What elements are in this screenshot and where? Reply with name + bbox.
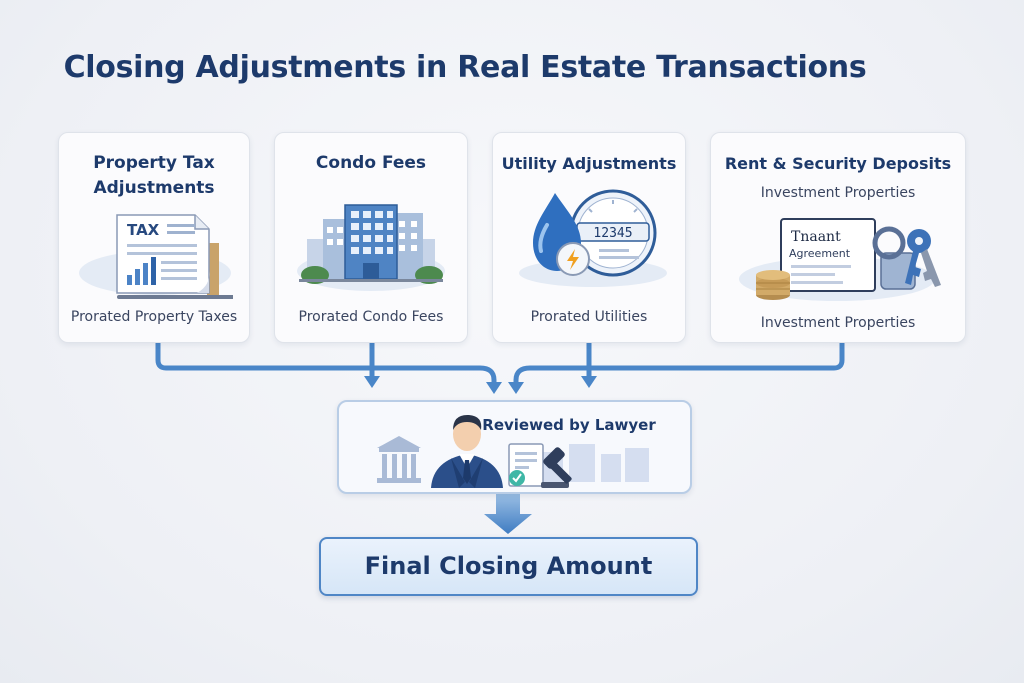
- card-rent-security-deposits: Rent & Security Deposits Investment Prop…: [710, 132, 966, 343]
- arrowhead-rent: [508, 382, 524, 394]
- tax-document-icon: TAX: [79, 214, 233, 299]
- condo-building-icon: [297, 204, 445, 291]
- meter-digits: 12345: [593, 226, 632, 241]
- arrowhead-property-tax: [486, 382, 502, 394]
- arrowhead-condo: [364, 376, 380, 388]
- arrow-to-final: [484, 492, 532, 534]
- card-subtitle: Investment Properties: [760, 185, 916, 201]
- card-title-line2: Adjustments: [93, 178, 215, 198]
- lease-title: Tnaant: [791, 229, 841, 245]
- card-title: Rent & Security Deposits: [724, 154, 952, 173]
- card-caption: Prorated Condo Fees: [298, 309, 444, 325]
- page-title: Closing Adjustments in Real Estate Trans…: [63, 50, 867, 85]
- card-title: Condo Fees: [315, 153, 427, 173]
- card-condo-fees: Condo Fees Prorated Condo Fees: [274, 132, 468, 343]
- lawyer-review-box: Reviewed by Lawyer: [337, 400, 692, 494]
- lawyer-review-title: Reviewed by Lawyer: [482, 416, 656, 434]
- card-utility-adjustments: Utility Adjustments 12345 Prorated Utili…: [492, 132, 686, 343]
- tax-label: TAX: [127, 221, 160, 239]
- lease-subtitle: Agreement: [789, 247, 851, 260]
- lease-keys-icon: Tnaant Agreement: [739, 218, 941, 301]
- card-caption: Prorated Utilities: [530, 309, 648, 325]
- card-caption: Investment Properties: [760, 315, 916, 331]
- final-closing-amount-label: Final Closing Amount: [364, 552, 653, 580]
- card-title: Utility Adjustments: [501, 154, 677, 173]
- card-title-line1: Property Tax: [93, 153, 215, 173]
- final-closing-amount-box: Final Closing Amount: [319, 537, 698, 596]
- card-caption: Prorated Property Taxes: [70, 309, 238, 325]
- arrowhead-utility: [581, 376, 597, 388]
- connector-property-tax: [155, 342, 497, 384]
- card-property-tax: Property Tax Adjustments TAX Prorated Pr…: [58, 132, 250, 343]
- connector-rent: [513, 342, 845, 384]
- water-drop-meter-icon: 12345: [519, 189, 667, 287]
- lawyer-icon: [377, 414, 649, 488]
